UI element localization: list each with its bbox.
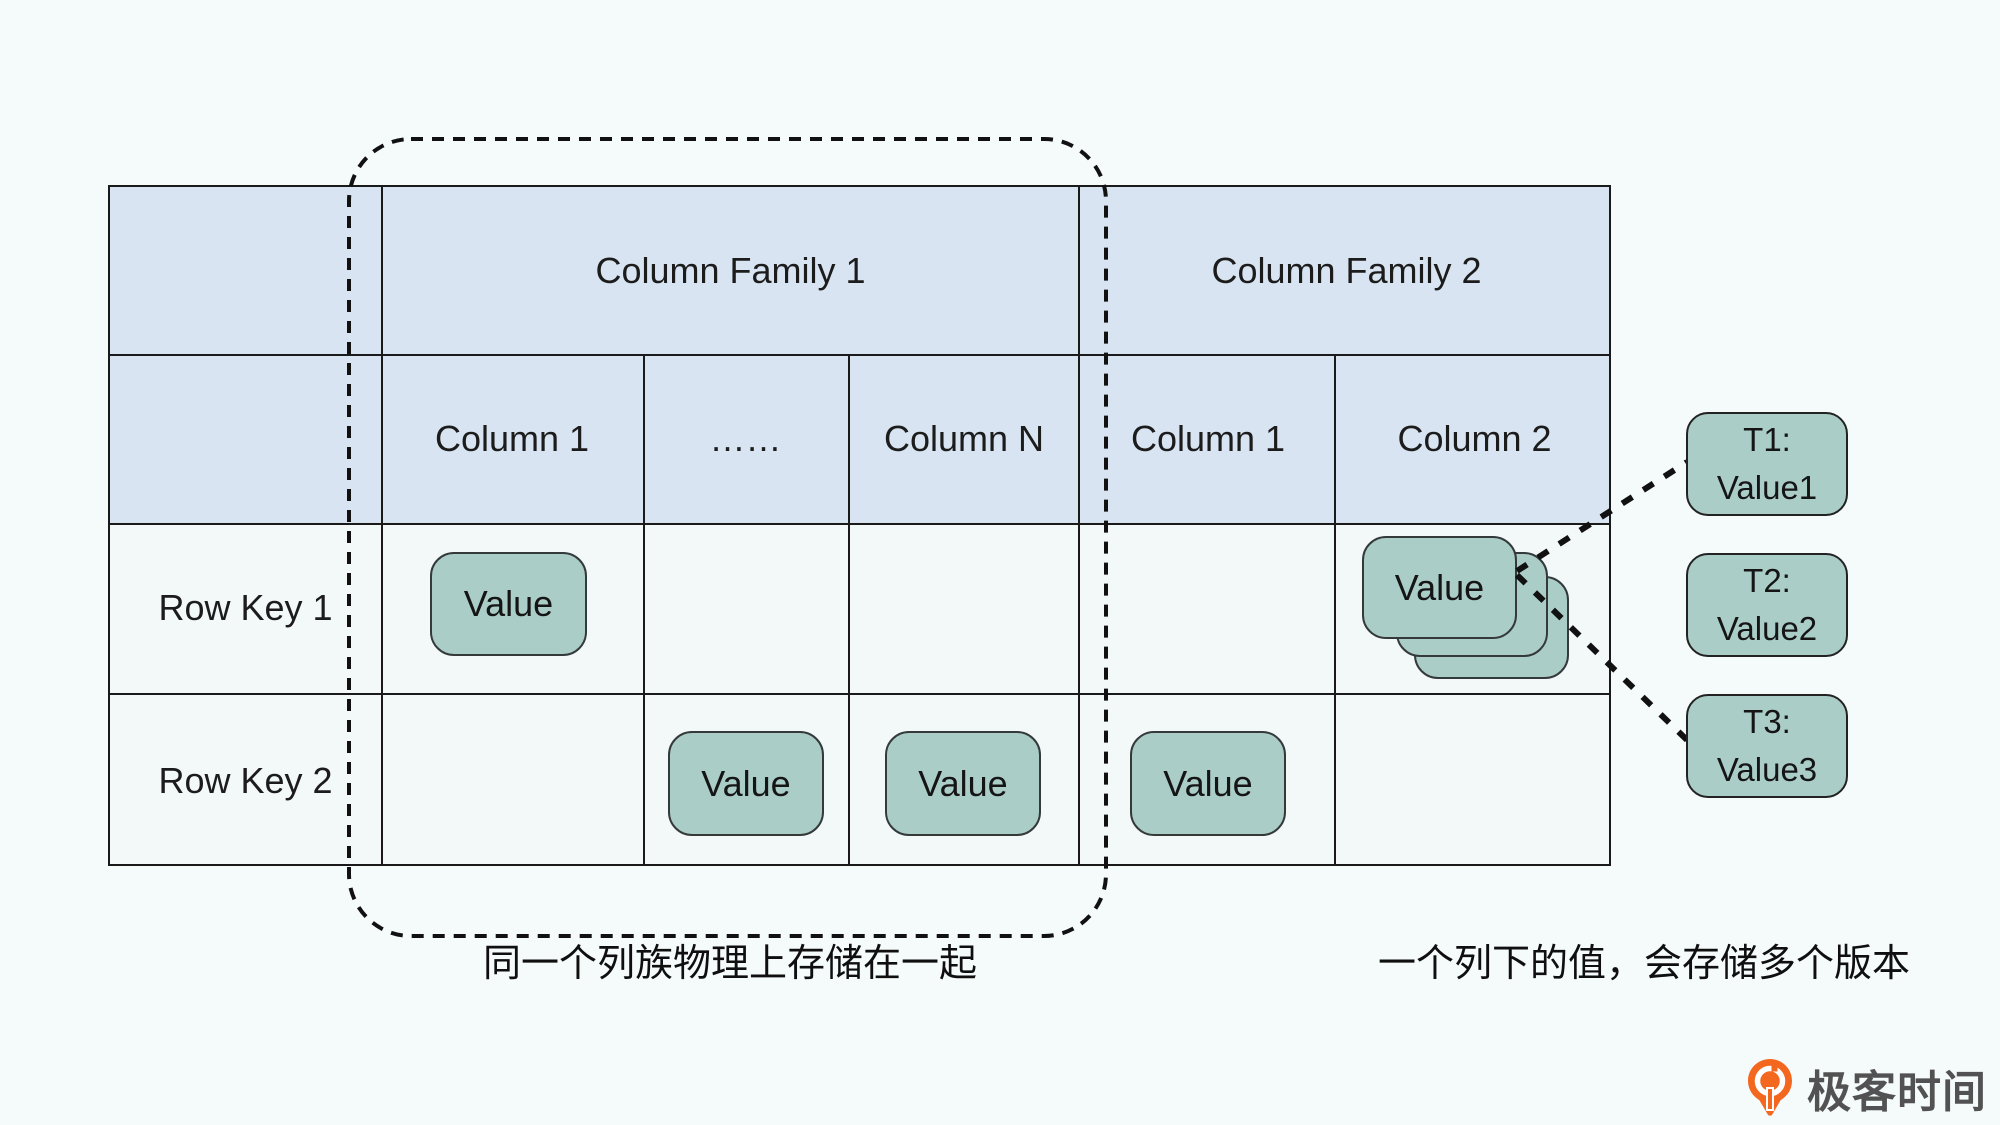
t3-value: Value3 (1716, 751, 1818, 788)
caption-multi-version: 一个列下的值，会存储多个版本 (1377, 943, 1910, 985)
value-chip-row2-colN: Value (885, 731, 1041, 836)
geektime-pin-icon (1748, 1059, 1792, 1116)
subcolumn-cf1-column1: Column 1 (434, 417, 590, 459)
value-chip-stack-front: Value (1362, 536, 1517, 639)
value-chip-row2-dots: Value (668, 731, 824, 836)
column-family-1-header: Column Family 1 (595, 249, 866, 291)
caption-column-family-storage: 同一个列族物理上存储在一起 (482, 943, 977, 985)
subcolumn-cf1-columnN: Column N (883, 417, 1045, 459)
clock-needle (1766, 1087, 1774, 1111)
value-chip-row1-col1: Value (430, 552, 587, 656)
column-family-2-header: Column Family 2 (1211, 249, 1482, 291)
geektime-logo: 极客时间 (1747, 1056, 1987, 1120)
t3-time: T3: (1743, 703, 1791, 741)
value-chip-row2-cf2col1: Value (1130, 731, 1286, 836)
version-box-t1: T1: Value1 (1686, 412, 1848, 516)
ring-notch-top (1771, 1061, 1778, 1072)
subcolumn-cf1-ellipsis: …… (709, 417, 782, 459)
version-box-t3: T3: Value3 (1686, 694, 1848, 798)
geektime-logo-text: 极客时间 (1807, 1068, 1987, 1117)
grid-line-cf2col1 (1334, 354, 1336, 864)
row-key-2-label: Row Key 2 (158, 759, 333, 801)
subcolumn-cf2-column2: Column 2 (1397, 417, 1552, 459)
version-box-t2: T2: Value2 (1686, 553, 1848, 657)
t1-value: Value1 (1716, 469, 1818, 506)
hbase-table: Column Family 1 Column Family 2 Column 1… (108, 185, 1611, 866)
t1-time: T1: (1743, 421, 1791, 459)
row-key-1-label: Row Key 1 (158, 587, 333, 628)
t2-value: Value2 (1716, 610, 1818, 647)
t2-time: T2: (1743, 562, 1791, 600)
subcolumn-cf2-column1: Column 1 (1130, 417, 1286, 459)
